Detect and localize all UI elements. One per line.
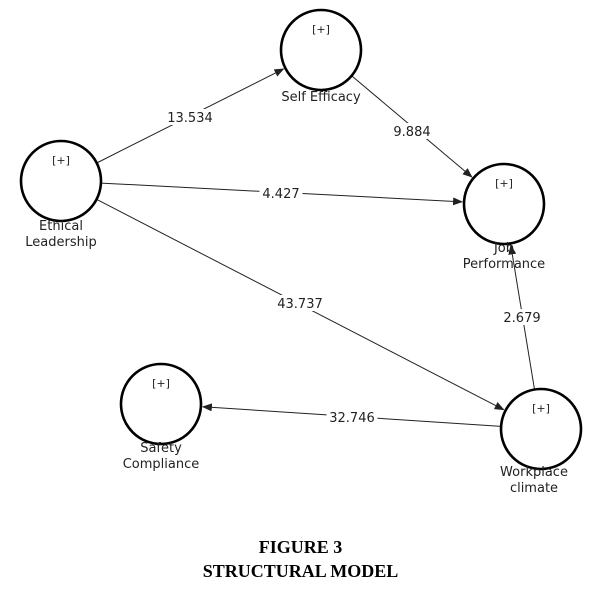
edge-ethical-leadership-to-self-efficacy: 13.534 (96, 68, 285, 164)
path-coefficient-label: 43.737 (277, 297, 323, 312)
label-background (274, 295, 326, 311)
node-self-efficacy: [+] Self Efficacy (279, 8, 363, 105)
construct-circle (462, 162, 546, 246)
path-coefficient-label: 32.746 (329, 411, 375, 426)
construct-circle (119, 362, 203, 446)
path-coefficient-label: 9.884 (393, 125, 430, 140)
edge-workplace-climate-to-job-performance: 2.679 (500, 244, 544, 390)
construct-label: Workplace (500, 465, 568, 480)
construct-circle (19, 139, 103, 223)
construct-circle (279, 8, 363, 92)
edge-workplace-climate-to-safety-compliance: 32.746 (201, 403, 502, 427)
construct-label: Self Efficacy (281, 90, 361, 105)
expand-marker: [+] (532, 402, 550, 415)
label-background (500, 309, 544, 325)
construct-circle (499, 387, 583, 471)
structural-model-diagram: 13.534 9.884 4.427 43.737 2.679 32.746 [+] Eth… (19, 8, 583, 496)
label-background (164, 109, 216, 125)
construct-label: Safety (140, 441, 182, 456)
expand-marker: [+] (495, 177, 513, 190)
edge-ethical-leadership-to-workplace-climate: 43.737 (96, 198, 505, 411)
edge-self-efficacy-to-job-performance: 9.884 (351, 75, 473, 178)
construct-label: Compliance (123, 457, 200, 472)
edge-ethical-leadership-to-job-performance: 4.427 (100, 182, 464, 206)
expand-marker: [+] (312, 23, 330, 36)
path-coefficient-label: 4.427 (262, 187, 299, 202)
expand-marker: [+] (52, 154, 70, 167)
label-background (326, 409, 378, 425)
figure-title: STRUCTURAL MODEL (202, 561, 399, 581)
expand-marker: [+] (152, 377, 170, 390)
edges-layer: 13.534 9.884 4.427 43.737 2.679 32.746 (96, 68, 544, 427)
figure-number: FIGURE 3 (258, 537, 343, 557)
label-background (390, 123, 434, 139)
construct-label: Ethical (39, 219, 83, 234)
construct-label: Performance (463, 257, 545, 272)
construct-label: Leadership (25, 235, 96, 250)
path-coefficient-label: 13.534 (167, 111, 213, 126)
label-background (259, 185, 303, 201)
construct-label: Job (493, 241, 514, 256)
path-coefficient-label: 2.679 (503, 311, 540, 326)
construct-label: climate (510, 481, 558, 496)
